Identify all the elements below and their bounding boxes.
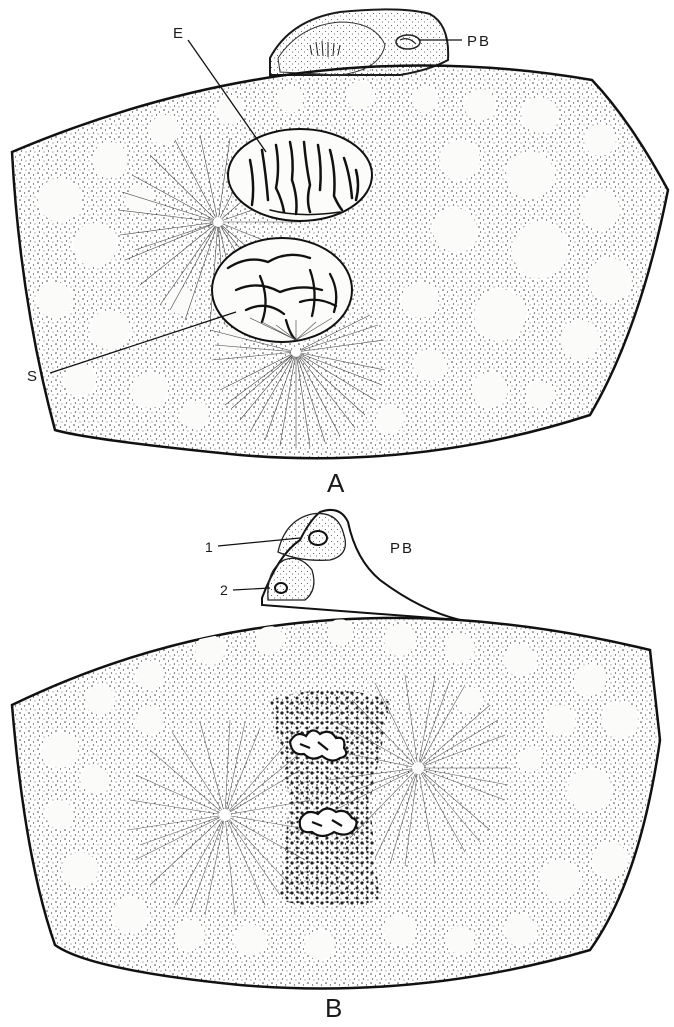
label-s: S — [27, 368, 39, 385]
polar-body-2 — [268, 558, 314, 600]
caption-b: B — [325, 993, 342, 1023]
centrosome-b-left — [219, 809, 231, 821]
label-pb-a: PB — [467, 33, 491, 50]
label-1: 1 — [205, 539, 213, 555]
panel-a: E S PB A — [12, 9, 668, 498]
centrosome-a-bottom — [291, 347, 301, 357]
label-pb-b: PB — [390, 540, 414, 557]
egg-nucleus-e — [228, 129, 372, 221]
panel-b: 1 2 PB B — [12, 510, 660, 1023]
label-2: 2 — [220, 582, 228, 598]
label-e: E — [173, 25, 185, 42]
polar-body-1 — [278, 513, 345, 560]
centrosome-a-left — [213, 217, 223, 227]
centrosome-b-right — [412, 762, 424, 774]
chromosome-cluster-lower — [300, 808, 357, 836]
sperm-nucleus-s — [212, 238, 352, 342]
caption-a: A — [327, 468, 345, 498]
